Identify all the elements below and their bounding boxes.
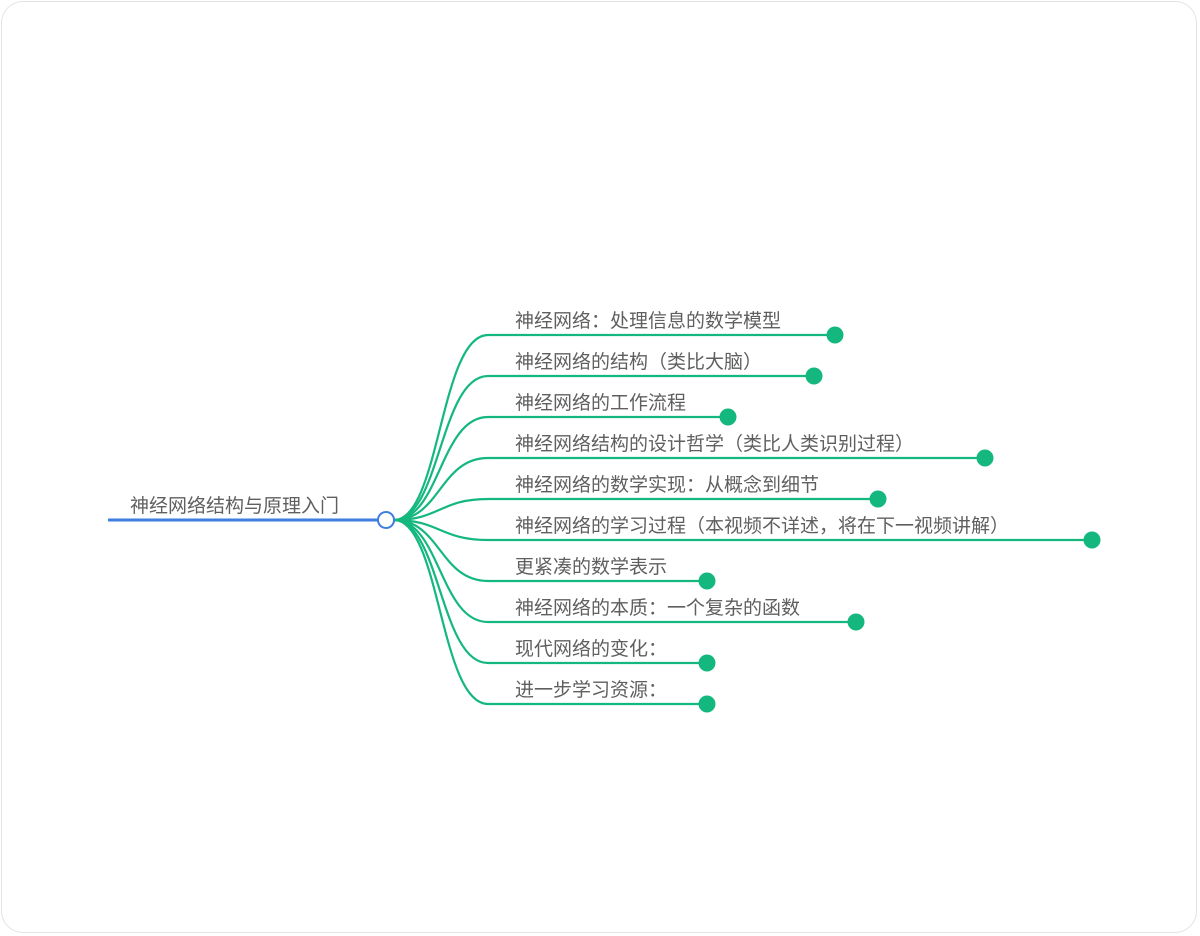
expand-node-icon[interactable] [847, 613, 865, 631]
root-node[interactable]: 神经网络结构与原理入门 [108, 495, 378, 522]
branch-node[interactable]: 神经网络的本质：一个复杂的函数 [392, 518, 865, 631]
branch-node[interactable]: 进一步学习资源： [392, 518, 716, 713]
branch-label: 神经网络的学习过程（本视频不详述，将在下一视频讲解） [515, 515, 1009, 537]
expand-node-icon[interactable] [1083, 531, 1101, 549]
branch-label: 神经网络的本质：一个复杂的函数 [515, 597, 800, 619]
branch-node[interactable]: 现代网络的变化： [392, 518, 716, 672]
branch-label: 神经网络的结构（类比大脑） [515, 351, 762, 373]
branch-node[interactable]: 神经网络的学习过程（本视频不详述，将在下一视频讲解） [392, 515, 1101, 549]
branch-connector [392, 456, 490, 522]
expand-node-icon[interactable] [976, 449, 994, 467]
branch-connector [392, 518, 490, 624]
branch-connector [392, 518, 490, 665]
expand-node-icon[interactable] [698, 654, 716, 672]
expand-node-icon[interactable] [805, 367, 823, 385]
branch-label: 神经网络：处理信息的数学模型 [515, 310, 781, 332]
expand-node-icon[interactable] [869, 490, 887, 508]
branch-connector [392, 374, 490, 522]
branch-connector [392, 415, 490, 522]
branch-connector [392, 518, 490, 583]
branch-node[interactable]: 神经网络的结构（类比大脑） [392, 351, 823, 522]
expand-node-icon[interactable] [719, 408, 737, 426]
root-label: 神经网络结构与原理入门 [130, 495, 339, 517]
expand-node-icon[interactable] [698, 695, 716, 713]
branch-connector [392, 518, 490, 542]
expand-node-icon[interactable] [698, 572, 716, 590]
branch-label: 神经网络的数学实现：从概念到细节 [515, 473, 819, 496]
branch-label: 神经网络的工作流程 [515, 392, 686, 414]
branch-connector [392, 518, 490, 706]
branch-node[interactable]: 神经网络的数学实现：从概念到细节 [392, 473, 887, 522]
branch-connector [392, 497, 490, 522]
branch-label: 进一步学习资源： [515, 679, 667, 701]
branch-label: 现代网络的变化： [515, 638, 667, 660]
branch-connector [392, 333, 490, 522]
expand-node-icon[interactable] [826, 326, 844, 344]
branch-label: 神经网络结构的设计哲学（类比人类识别过程） [515, 433, 914, 455]
branch-label: 更紧凑的数学表示 [515, 556, 667, 578]
collapse-toggle-icon[interactable] [377, 511, 395, 529]
branch-node[interactable]: 更紧凑的数学表示 [392, 518, 716, 590]
branch-node[interactable]: 神经网络：处理信息的数学模型 [392, 310, 844, 522]
branch-node[interactable]: 神经网络结构的设计哲学（类比人类识别过程） [392, 433, 994, 522]
branch-node[interactable]: 神经网络的工作流程 [392, 392, 737, 522]
